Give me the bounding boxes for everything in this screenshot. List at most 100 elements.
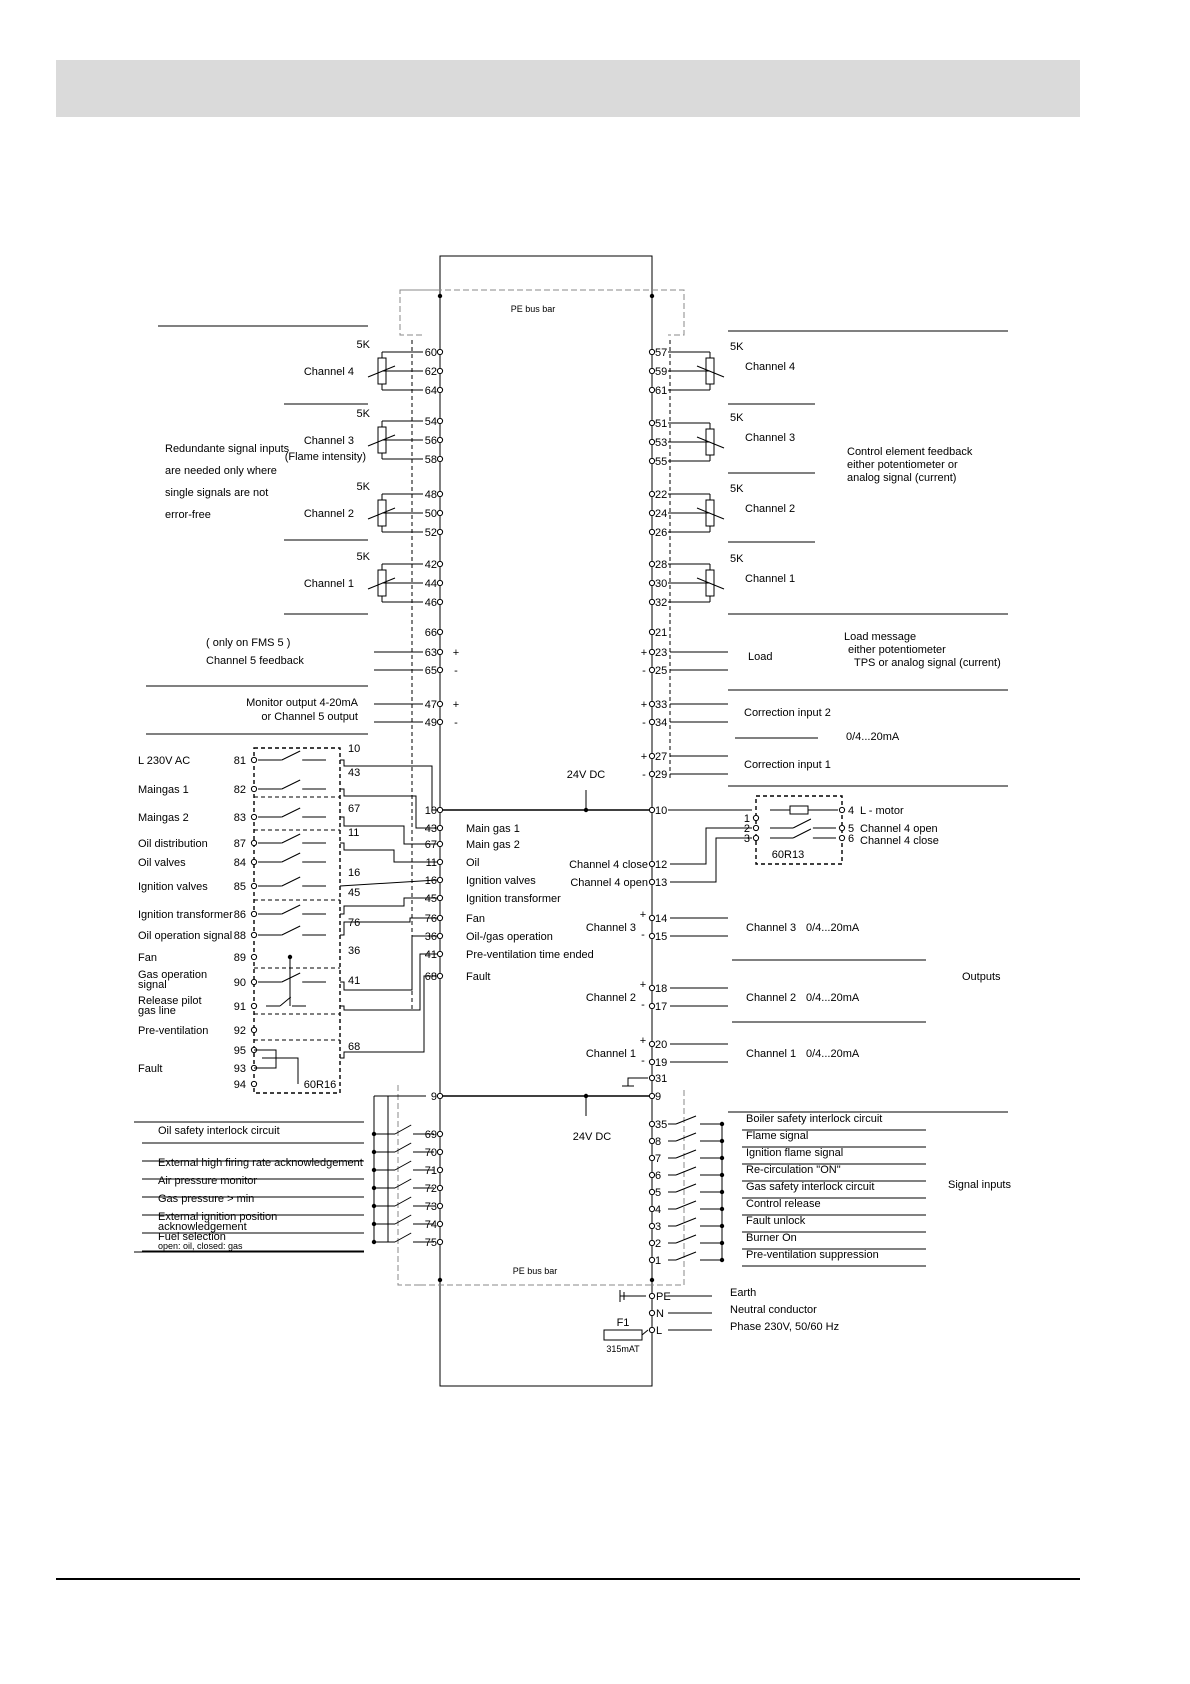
relay-contact-3-blade (281, 833, 301, 844)
channel-label-left-1: Channel 4 (304, 366, 354, 378)
terminal-52 (436, 528, 444, 536)
relay-pin-number: 4 (848, 805, 854, 817)
minus-sign: - (642, 717, 646, 729)
input-switch-blade (675, 1217, 697, 1227)
relay-contact-pre-blade (279, 996, 292, 1007)
terminal-N (648, 1309, 656, 1317)
relay-input-number: 93 (234, 1063, 246, 1075)
input-switch-75-blade (394, 1232, 412, 1243)
terminal-54 (436, 417, 444, 425)
relay-input-91 (250, 1002, 258, 1010)
relay-route-11 (340, 842, 437, 863)
terminal-number: 25 (655, 665, 667, 677)
input-switch-70-blade (394, 1142, 412, 1153)
relay-input-number: 91 (234, 1001, 246, 1013)
channel-label-right-2: Channel 3 (745, 432, 795, 444)
fault-contact-wire (254, 1049, 277, 1069)
correction-input-2: Correction input 2 (744, 707, 831, 719)
relay-input-92 (250, 1026, 258, 1034)
terminal-10 (436, 806, 444, 814)
load-note: TPS or analog signal (current) (854, 657, 1001, 669)
relay-contact-1-blade (281, 779, 301, 790)
terminal-number: 58 (425, 454, 437, 466)
fuse-f1 (603, 1329, 643, 1341)
channel-label-left-2: Channel 3 (304, 435, 354, 447)
terminal-number: 14 (655, 913, 667, 925)
terminal-5 (648, 1188, 656, 1196)
relay-input-number: 81 (234, 755, 246, 767)
terminal-label-36: Oil-/gas operation (466, 931, 553, 943)
correction-input-1: Correction input 1 (744, 759, 831, 771)
relay-input-label: Release pilot (138, 995, 202, 1007)
plus-sign: + (640, 909, 646, 921)
pe-bus-bar-label-bottom: PE bus bar (513, 1266, 558, 1276)
terminal-49 (436, 718, 444, 726)
relay-60r16-name: 60R16 (304, 1079, 336, 1091)
relay-pin-1 (752, 814, 760, 822)
terminal-44 (436, 579, 444, 587)
relay-input-number: 92 (234, 1025, 246, 1037)
feedback-note: either potentiometer or (847, 459, 958, 471)
relay-input-84 (250, 858, 258, 866)
relay-output-number: 43 (348, 767, 360, 779)
channel-label-right-4: Channel 1 (745, 573, 795, 585)
redundant-note: error-free (165, 509, 211, 521)
outputs-title: Outputs (962, 971, 1001, 983)
relay-input-88 (250, 931, 258, 939)
input-switch-blade (675, 1166, 697, 1176)
relay-input-label: Oil distribution (138, 838, 208, 850)
ground-symbol (627, 1077, 648, 1086)
terminal-label-76: Fan (466, 913, 485, 925)
power-label: Earth (730, 1287, 756, 1299)
output-range: 0/4...20mA (806, 992, 860, 1004)
input-sublabel: open: oil, closed: gas (158, 1241, 243, 1251)
r13-route-12 (670, 827, 752, 865)
terminal-number: 56 (425, 435, 437, 447)
terminal-62 (436, 367, 444, 375)
relay-contact-8-blade (281, 972, 301, 983)
r13-route-13 (670, 837, 752, 883)
minus-sign: - (454, 717, 458, 729)
terminal-34 (648, 718, 656, 726)
signal-input-label: Ignition flame signal (746, 1147, 843, 1159)
terminal-8 (648, 1137, 656, 1145)
signal-inputs-title: Signal inputs (948, 1179, 1011, 1191)
terminal-18 (648, 984, 656, 992)
terminal-22 (648, 490, 656, 498)
input-label: Fuel selection (158, 1231, 226, 1243)
terminal-number: N (656, 1308, 664, 1320)
terminal-9-right (648, 1092, 656, 1100)
terminal-number: 72 (425, 1183, 437, 1195)
channel-label-right-3: Channel 2 (745, 503, 795, 515)
relay-contact-4-blade (281, 852, 301, 863)
input-label: External high firing rate acknowledgemen… (158, 1157, 363, 1169)
terminal-25 (648, 666, 656, 674)
signal-input-label: Control release (746, 1198, 821, 1210)
pot-wiper (696, 507, 725, 520)
output-range: 0/4...20mA (806, 1048, 860, 1060)
relay-output-number: 16 (348, 867, 360, 879)
pot-wiper (696, 436, 725, 449)
relay-contact-6-blade (281, 904, 301, 915)
terminal-number: 57 (655, 347, 667, 359)
terminal-number: 41 (425, 949, 437, 961)
terminal-number: 8 (655, 1136, 661, 1148)
terminal-1 (648, 1256, 656, 1264)
motor-coil (789, 805, 809, 815)
terminal-label-11: Oil (466, 857, 479, 869)
relay-pin-3 (752, 834, 760, 842)
terminal-number: 73 (425, 1201, 437, 1213)
plus-sign: + (453, 647, 459, 659)
relay-route-68 (340, 975, 437, 1059)
terminal-number: 65 (425, 665, 437, 677)
pot-value: 5K (730, 553, 744, 565)
terminal-59 (648, 367, 656, 375)
pe-bus-junction (649, 293, 655, 299)
channel4-close-terminal-label: Channel 4 close (569, 859, 648, 871)
relay-input-number: 88 (234, 930, 246, 942)
relay-input-label: Gas operation (138, 969, 207, 981)
terminal-number: 67 (425, 839, 437, 851)
terminal-number: 50 (425, 508, 437, 520)
relay-input-81 (250, 756, 258, 764)
relay-route-45 (340, 897, 437, 915)
